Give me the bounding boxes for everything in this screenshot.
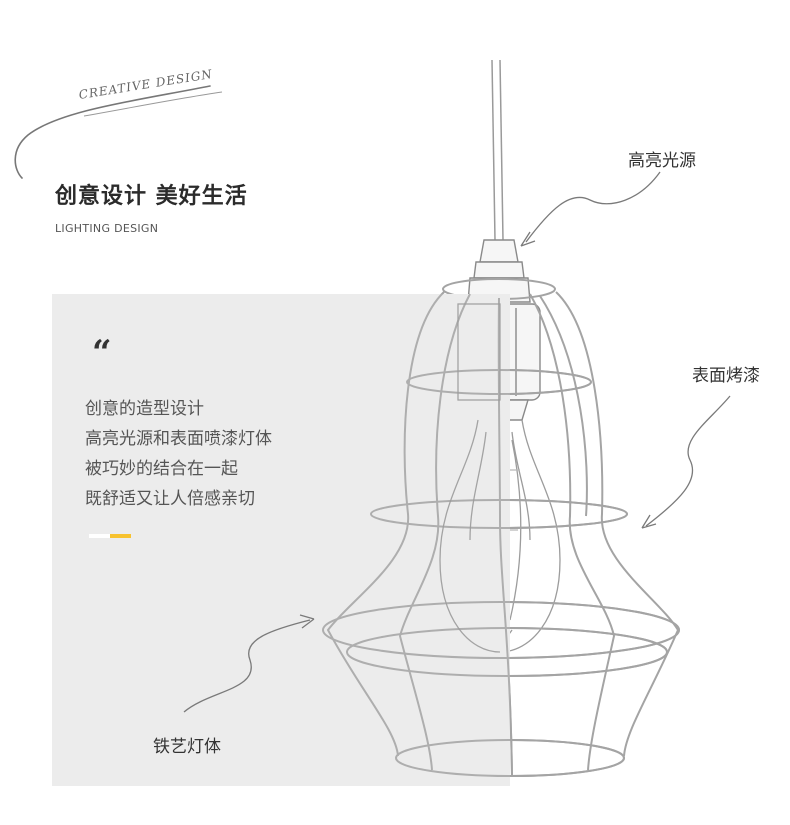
accent-bar-white xyxy=(89,534,110,538)
quote-panel xyxy=(52,294,510,786)
quote-line: 高亮光源和表面喷漆灯体 xyxy=(85,429,272,449)
quote-mark: “ xyxy=(92,333,112,373)
accent-bar xyxy=(89,534,131,538)
quote-line: 被巧妙的结合在一起 xyxy=(85,459,238,479)
quote-text-list: 创意的造型设计 高亮光源和表面喷漆灯体 被巧妙的结合在一起 既舒适又让人倍感亲切 xyxy=(85,394,272,514)
callout-iron-body: 铁艺灯体 xyxy=(153,737,221,757)
script-underline xyxy=(83,91,223,117)
accent-bar-yellow xyxy=(110,534,131,538)
page-headline: 创意设计 美好生活 xyxy=(55,184,248,209)
page-subhead: LIGHTING DESIGN xyxy=(55,222,159,235)
lamp-cord xyxy=(491,59,504,241)
quote-line: 创意的造型设计 xyxy=(85,399,204,419)
quote-line: 既舒适又让人倍感亲切 xyxy=(85,489,255,509)
callout-light-source: 高亮光源 xyxy=(628,151,696,171)
swoosh-decoration xyxy=(14,85,211,179)
callout-surface-finish: 表面烤漆 xyxy=(692,366,760,386)
